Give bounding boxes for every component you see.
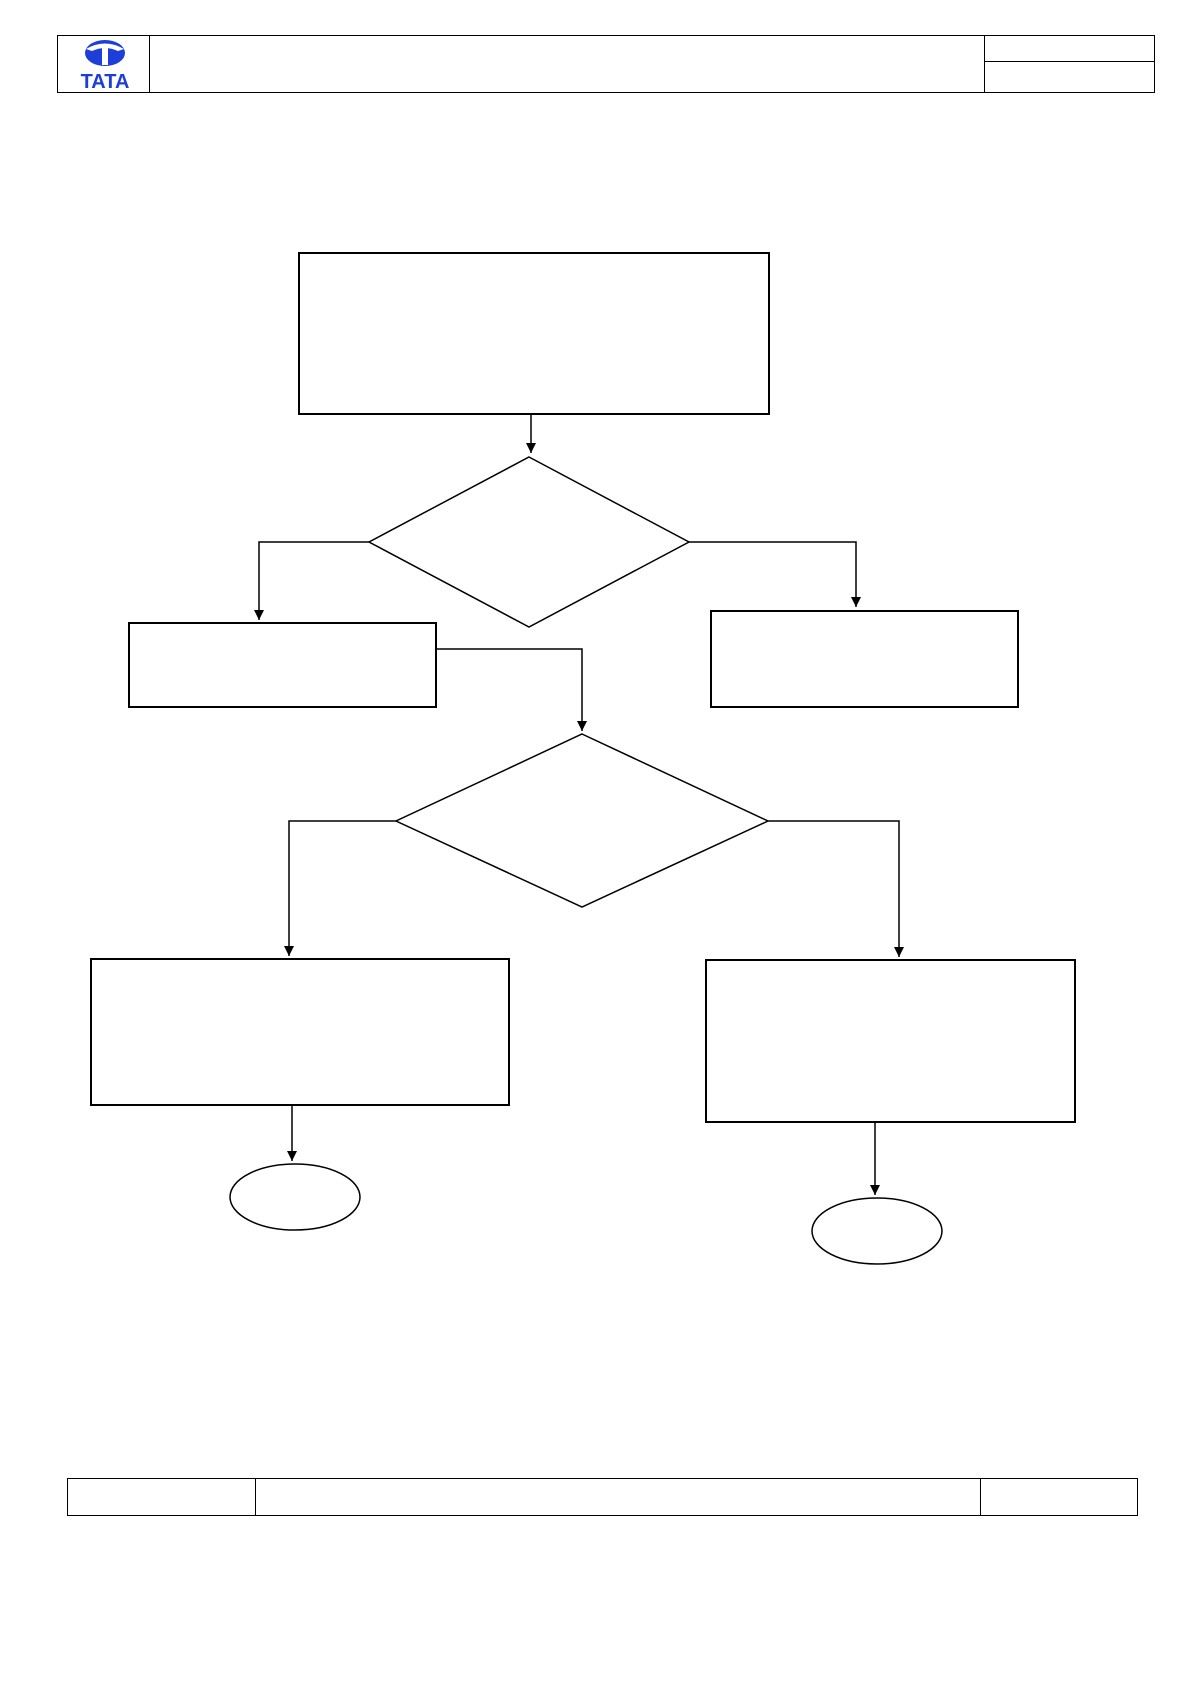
decision-diamond-2 (394, 733, 770, 908)
document-header: TATA (57, 35, 1155, 93)
logo-cell: TATA (58, 36, 150, 92)
start-process-box (298, 252, 770, 415)
lower-right-process-box (705, 959, 1076, 1123)
footer-right-cell (980, 1479, 1137, 1515)
decision-diamond-1 (367, 456, 691, 628)
connector-decision1-to-right (689, 541, 861, 607)
header-title-cell (150, 36, 985, 92)
tata-logo: TATA (81, 40, 130, 92)
header-info-cell-top (985, 36, 1154, 62)
document-footer (67, 1478, 1138, 1516)
left-process-box (128, 622, 437, 708)
terminal-left (229, 1163, 361, 1231)
right-process-box (710, 610, 1019, 708)
connector-decision1-to-left (254, 541, 369, 620)
connector-decision2-to-lower-left (284, 820, 396, 956)
footer-left-cell (68, 1479, 256, 1515)
connector-decision2-to-lower-right (768, 820, 904, 957)
logo-text: TATA (81, 71, 130, 92)
footer-middle-cell (256, 1479, 980, 1515)
terminal-right (811, 1197, 943, 1265)
lower-left-process-box (90, 958, 510, 1106)
connector-left-to-decision2 (436, 648, 587, 731)
